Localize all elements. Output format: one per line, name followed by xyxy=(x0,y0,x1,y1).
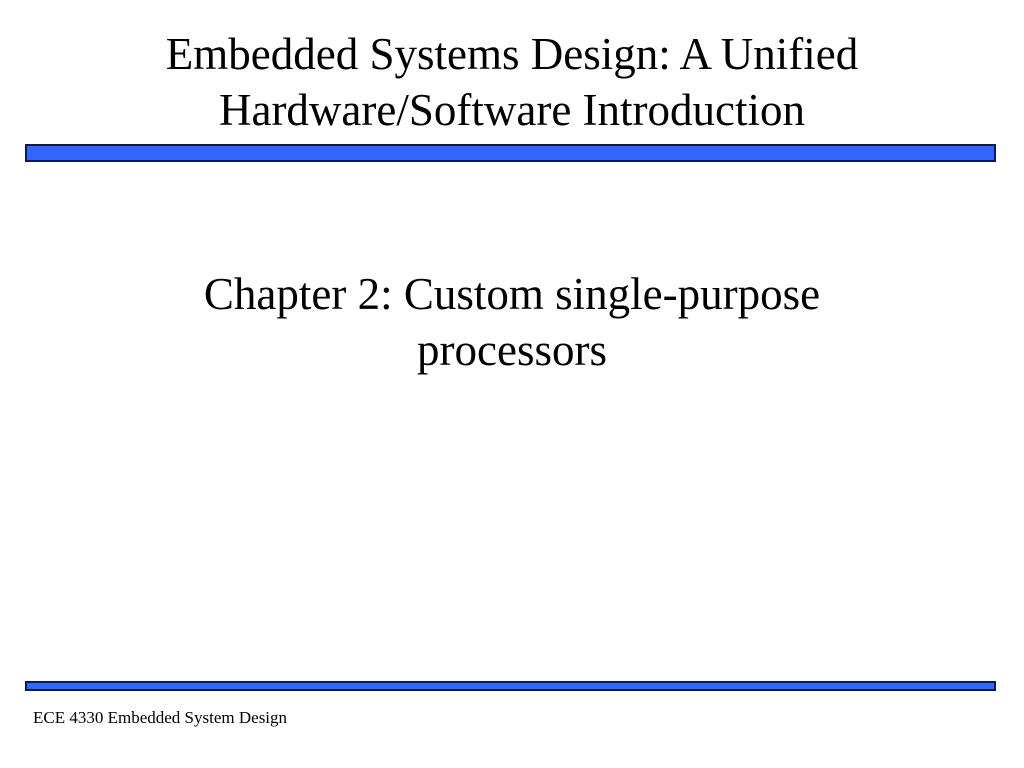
slide-title-line-2: Hardware/Software Introduction xyxy=(218,85,806,135)
bottom-divider-bar xyxy=(25,681,996,691)
slide-subtitle-line-1: Chapter 2: Custom single-purpose xyxy=(203,269,821,319)
slide-title: Embedded Systems Design: A Unified Hardw… xyxy=(0,26,1024,138)
slide-title-line-1: Embedded Systems Design: A Unified xyxy=(165,29,859,79)
slide-subtitle: Chapter 2: Custom single-purpose process… xyxy=(0,266,1024,378)
slide-subtitle-line-2: processors xyxy=(417,325,607,375)
top-divider-bar xyxy=(25,144,996,162)
slide-footer: ECE 4330 Embedded System Design xyxy=(33,708,288,727)
